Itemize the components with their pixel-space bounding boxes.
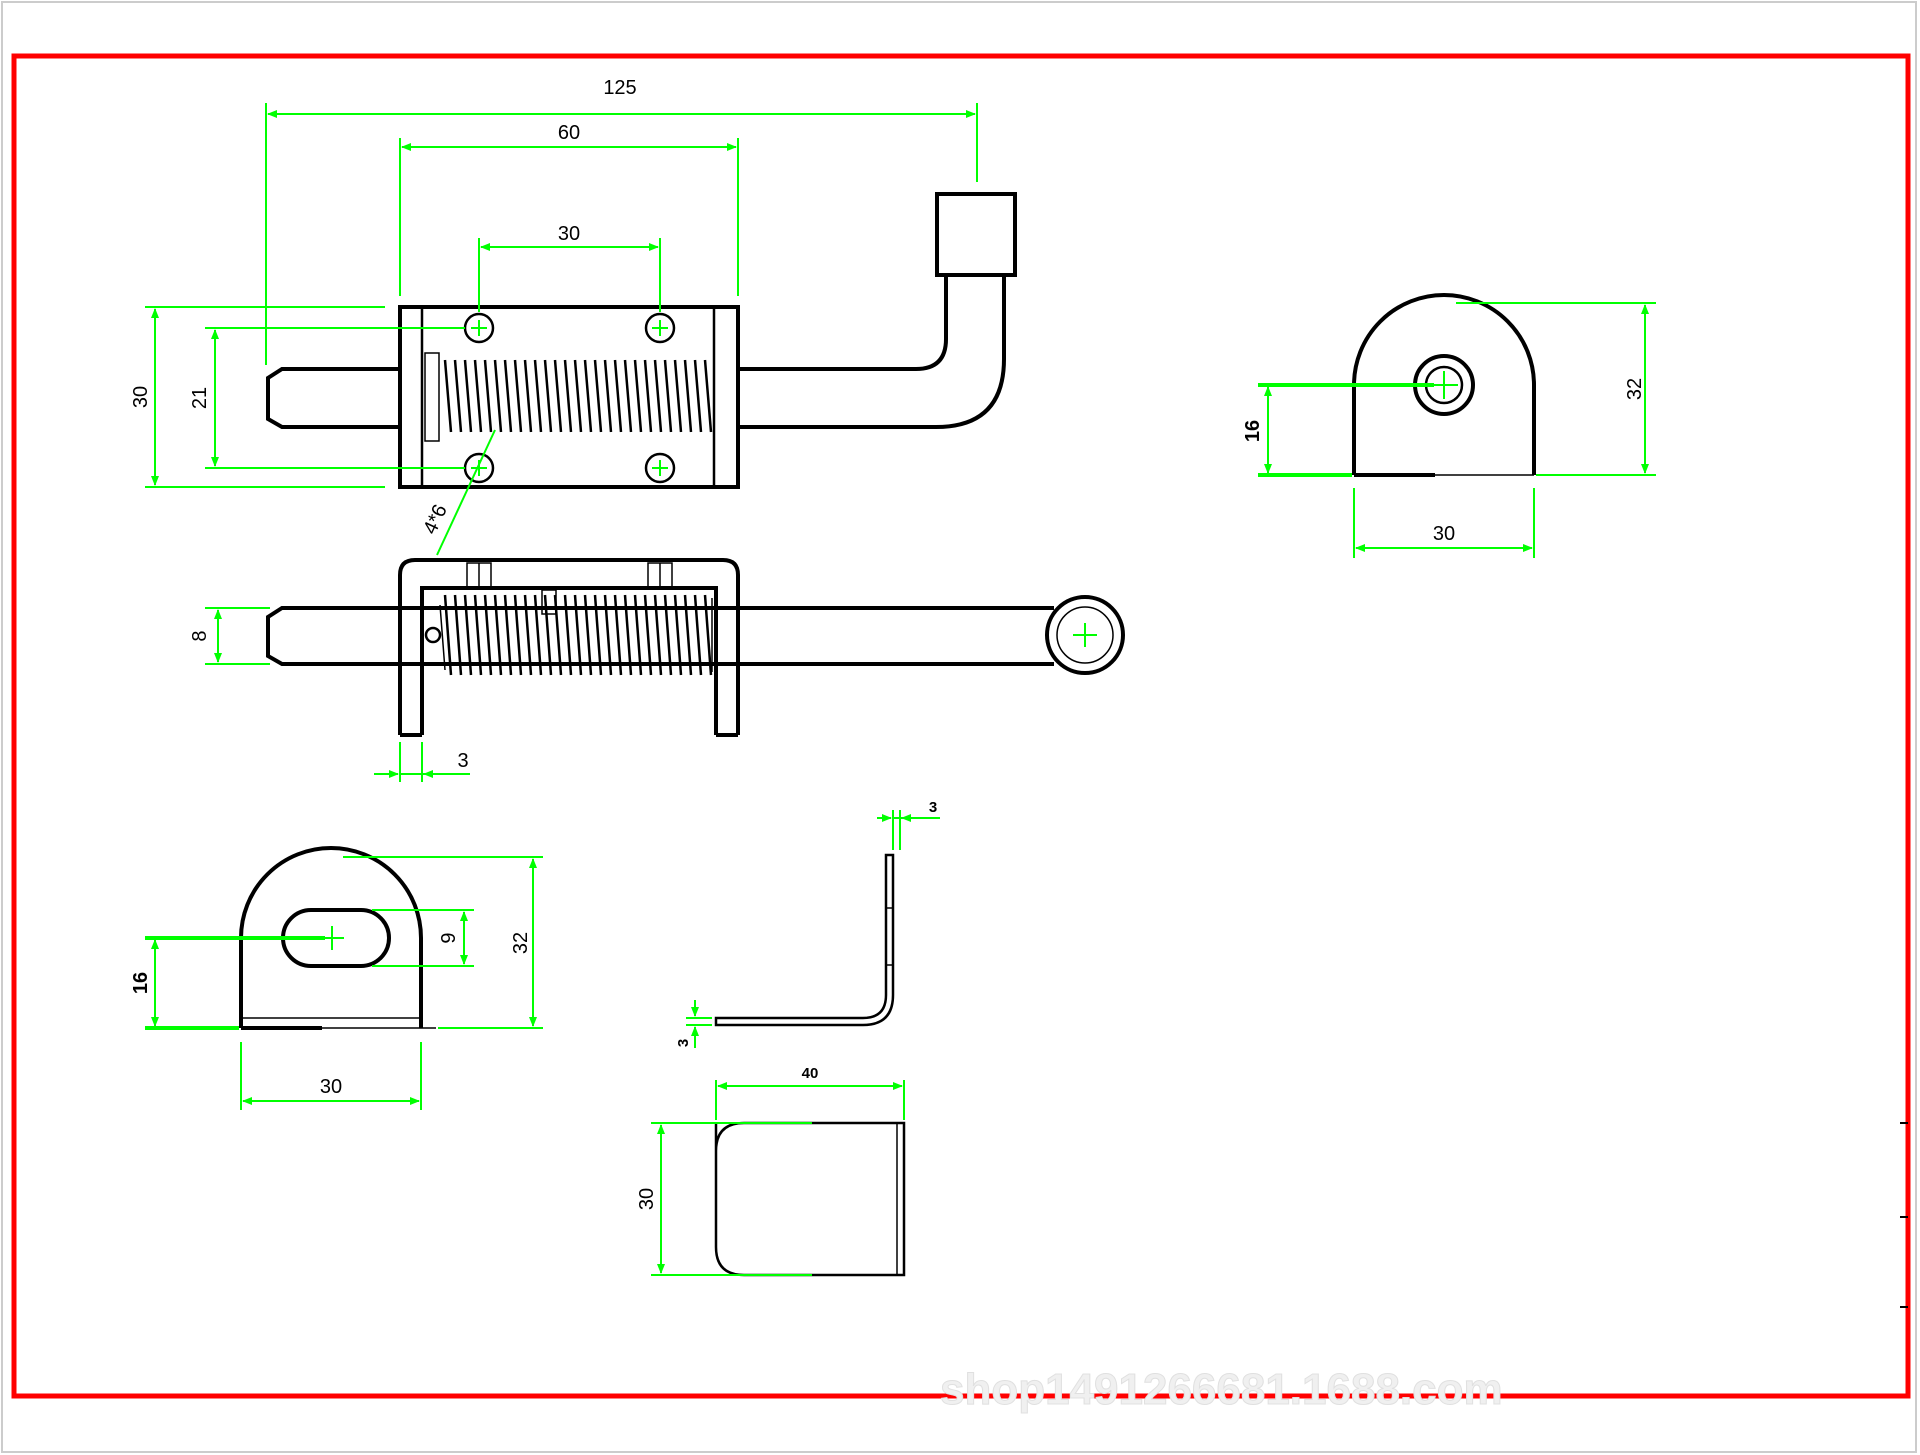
dim-bracket-top-thickness: 3 <box>929 799 937 816</box>
bolt-through-top <box>738 275 948 371</box>
dim-right-width: 30 <box>1433 523 1455 545</box>
watermark: shop1491266681.1688.com <box>940 1365 1503 1414</box>
bolt <box>266 367 400 429</box>
dim-bracket-depth: 30 <box>636 1188 658 1210</box>
dim-bracket-bottom-thickness: 3 <box>675 1039 692 1047</box>
dim-overall-length: 125 <box>603 77 636 99</box>
dim-plate-thickness: 3 <box>457 750 468 772</box>
side-bolt <box>266 606 1054 666</box>
dim-bracket-width: 40 <box>802 1065 819 1082</box>
end-view-right: 32 16 30 <box>1242 293 1656 558</box>
dim-left-width: 30 <box>320 1076 342 1098</box>
dim-body-height: 30 <box>130 386 152 408</box>
mount-hole <box>644 452 676 484</box>
u-bracket-inner <box>420 586 718 735</box>
end-plate-left <box>239 846 423 1028</box>
spring-collar <box>424 352 440 442</box>
bracket-plan <box>714 1121 906 1277</box>
mount-hole <box>644 312 676 344</box>
angle-bracket-plan: 40 30 <box>636 1065 906 1277</box>
spring-stop <box>541 589 557 615</box>
frame-ticks <box>1900 1122 1908 1308</box>
top-view: 125 60 30 30 21 4*6 <box>130 77 1017 556</box>
u-bracket-outer <box>398 558 740 735</box>
dim-bolt-diameter: 8 <box>189 630 211 641</box>
dim-body-length: 60 <box>558 122 580 144</box>
end-view-left: 32 9 16 30 <box>130 846 543 1110</box>
dim-left-center-height: 16 <box>130 972 152 994</box>
bolt-eye-inner <box>1056 606 1114 664</box>
dim-hole-spacing: 30 <box>558 223 580 245</box>
dim-right-height: 32 <box>1624 378 1646 400</box>
dim-hole-vertical-spacing: 21 <box>189 387 211 409</box>
latch-body <box>398 305 740 489</box>
side-view: 8 3 <box>189 558 1125 782</box>
angle-bracket-profile: 3 3 <box>675 799 940 1048</box>
side-spring <box>443 594 713 676</box>
dim-right-center-height: 16 <box>1242 420 1264 442</box>
dim-left-height: 32 <box>510 932 532 954</box>
bracket-profile <box>714 853 895 1027</box>
bolt-eye-outer <box>1045 595 1125 675</box>
bolt-through-bottom <box>738 275 1006 429</box>
drawing-frame <box>11 53 1911 1399</box>
dim-left-slot-height: 9 <box>438 932 460 943</box>
stop-pin <box>424 626 442 644</box>
handle-grip <box>935 192 1017 277</box>
spring <box>443 359 713 433</box>
end-plate-right <box>1352 293 1536 475</box>
